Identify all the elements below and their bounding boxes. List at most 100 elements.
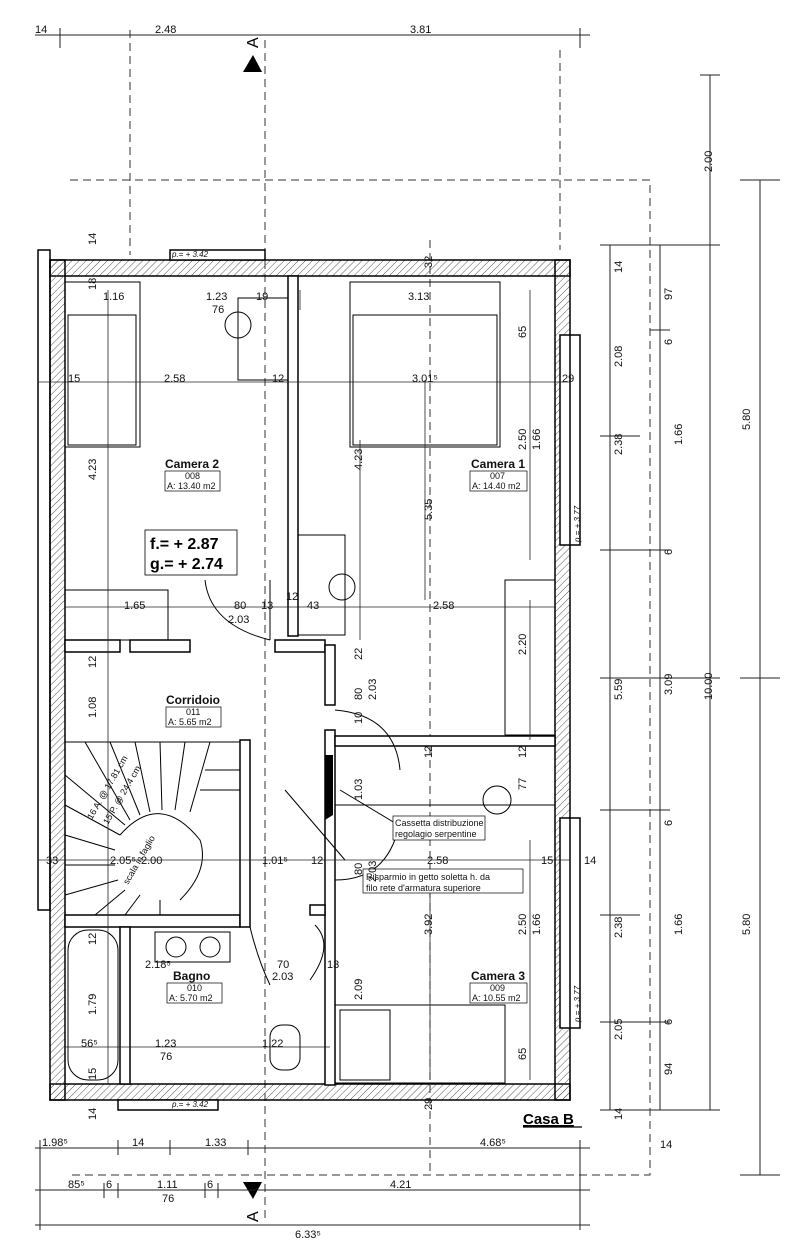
dimension-label-d12e: 12 <box>517 746 529 758</box>
dimension-label-d15c: 15 <box>87 1068 99 1080</box>
dimension-label-r6d: 6 <box>663 1019 675 1025</box>
cassetta-box <box>284 755 396 861</box>
dimension-label-d166b: 1.66 <box>531 914 543 935</box>
closet-camera2 <box>237 297 289 381</box>
dimension-label-r238a: 2.38 <box>613 434 625 455</box>
level-p-bottom: p.= + 3.42 <box>171 1100 209 1109</box>
room-camera3: Camera 3 009 A: 10.55 m2 <box>469 969 528 1004</box>
dimension-label-d15a: 15 <box>68 373 80 385</box>
bottom-dimension-chains <box>35 1140 590 1230</box>
dimension-label-risparmio_line1: Risparmio in getto soletta h. da <box>366 872 490 882</box>
dimension-label-b4685: 4.68⁵ <box>480 1137 506 1149</box>
level-p-right2: p.= + 3.77 <box>573 985 582 1023</box>
dimension-label-b6a: 6 <box>106 1179 112 1191</box>
dimension-label-d14b: 14 <box>87 1108 99 1120</box>
room-code: 008 <box>185 471 200 481</box>
dimension-label-d76a: 76 <box>212 304 224 316</box>
dimension-label-d423b: 4.23 <box>353 449 365 470</box>
dimension-label-d166a: 1.66 <box>531 429 543 450</box>
dimension-label-d258b: 2.58 <box>433 600 454 612</box>
dimension-label-d209: 2.09 <box>353 979 365 1000</box>
dimension-label-b76: 76 <box>162 1193 174 1205</box>
dimension-label-d258c: 2.58 <box>427 855 448 867</box>
section-marker-top: A <box>243 37 262 72</box>
furniture <box>64 281 556 1084</box>
dim-top-248: 2.48 <box>155 24 176 36</box>
dimension-label-d12c: 12 <box>87 656 99 668</box>
dimension-label-r1000: 10.00 <box>703 672 715 700</box>
dimension-label-d18: 18 <box>87 278 99 290</box>
dimension-label-d250b: 2.50 <box>517 914 529 935</box>
dimension-label-d2185: 2.18⁵ <box>145 959 171 971</box>
dimension-label-r238b: 2.38 <box>613 917 625 938</box>
dimension-label-d203c: 2.03 <box>367 861 379 882</box>
dimension-label-d12b: 12 <box>286 591 298 603</box>
dimension-label-d33: 33 <box>46 855 58 867</box>
dim-top-14: 14 <box>35 24 47 36</box>
dimension-label-d203b: 2.03 <box>367 679 379 700</box>
dimension-label-d10: 10 <box>353 712 365 724</box>
dimension-label-d122: 1.22 <box>262 1038 283 1050</box>
room-name: Camera 2 <box>165 457 219 471</box>
bottom-dimension-texts: 1.98⁵ 14 1.33 4.68⁵ 85⁵ 6 1.11 76 6 4.21… <box>42 1137 506 1241</box>
level-box: f.= + 2.87 g.= + 2.74 <box>144 529 238 576</box>
dimension-label-d423a: 4.23 <box>87 459 99 480</box>
room-code: 009 <box>490 983 505 993</box>
dimension-label-d19: 19 <box>256 291 268 303</box>
dimension-label-r208: 2.08 <box>613 346 625 367</box>
room-name: Camera 3 <box>471 969 525 983</box>
room-area: A: 5.65 m2 <box>168 717 212 727</box>
dimension-label-d12f: 12 <box>311 855 323 867</box>
desk-camera1 <box>297 534 346 636</box>
room-name: Camera 1 <box>471 457 525 471</box>
dimension-label-d70: 70 <box>277 959 289 971</box>
dimension-label-d108: 1.08 <box>87 697 99 718</box>
dimension-label-d203a: 2.03 <box>228 614 249 626</box>
room-name: Corridoio <box>166 693 220 707</box>
dimension-label-d32: 32 <box>423 256 435 268</box>
dimension-label-d14b: 14 <box>87 233 99 245</box>
dimension-label-d12d: 12 <box>423 746 435 758</box>
level-g: g.= + 2.74 <box>150 556 223 573</box>
dimension-label-d123a: 1.23 <box>206 291 227 303</box>
dimension-label-d43: 43 <box>307 600 319 612</box>
dimension-label-d80b: 80 <box>353 688 365 700</box>
dimension-label-d313: 3.13 <box>408 291 429 303</box>
bed-camera2 <box>64 281 141 448</box>
dimension-label-d13b: 13 <box>327 959 339 971</box>
dimension-label-d220: 2.20 <box>517 634 529 655</box>
dimension-label-d76b: 76 <box>160 1051 172 1063</box>
interior-dimension-texts: 1.16 1.23 19 76 3.13 15 2.58 12 3.01⁵ 29… <box>46 291 596 1063</box>
dimension-label-r205: 2.05 <box>613 1019 625 1040</box>
dimension-label-d80a: 80 <box>234 600 246 612</box>
dimension-label-d103: 1.03 <box>353 779 365 800</box>
dimension-label-d80c: 80 <box>353 863 365 875</box>
dimension-label-b421: 4.21 <box>390 1179 411 1191</box>
dimension-label-d2055: 2.05⁵ <box>110 855 136 867</box>
dimension-label-d165: 1.65 <box>124 600 145 612</box>
dimension-label-r580b: 5.80 <box>741 914 753 935</box>
room-code: 010 <box>187 983 202 993</box>
bed-camera3 <box>334 1004 506 1084</box>
dimension-label-d565: 56⁵ <box>81 1038 98 1050</box>
dimension-label-r580a: 5.80 <box>741 409 753 430</box>
dimension-label-r6b: 6 <box>663 549 675 555</box>
dimension-label-r6a: 6 <box>663 339 675 345</box>
dimension-label-risparmio_line2: filo rete d'armatura superiore <box>366 883 481 893</box>
dimension-label-d258a: 2.58 <box>164 373 185 385</box>
dimension-label-d250a: 2.50 <box>517 429 529 450</box>
chair-camera1 <box>328 573 356 601</box>
room-bagno: Bagno 010 A: 5.70 m2 <box>166 969 223 1004</box>
dimension-label-cassetta_line1: Cassetta distribuzione <box>395 818 484 828</box>
room-area: A: 14.40 m2 <box>472 481 521 491</box>
dimension-label-r97: 97 <box>663 288 675 300</box>
dimension-label-b6b: 6 <box>207 1179 213 1191</box>
room-area: A: 13.40 m2 <box>167 481 216 491</box>
room-code: 007 <box>490 471 505 481</box>
dimension-label-r166a: 1.66 <box>673 424 685 445</box>
top-dimension-line <box>35 28 590 48</box>
dimension-label-d200: 2.00 <box>141 855 162 867</box>
dimension-label-r14c: 14 <box>660 1139 672 1151</box>
right-dimension-chains <box>600 74 780 1176</box>
dimension-label-b133: 1.33 <box>205 1137 226 1149</box>
